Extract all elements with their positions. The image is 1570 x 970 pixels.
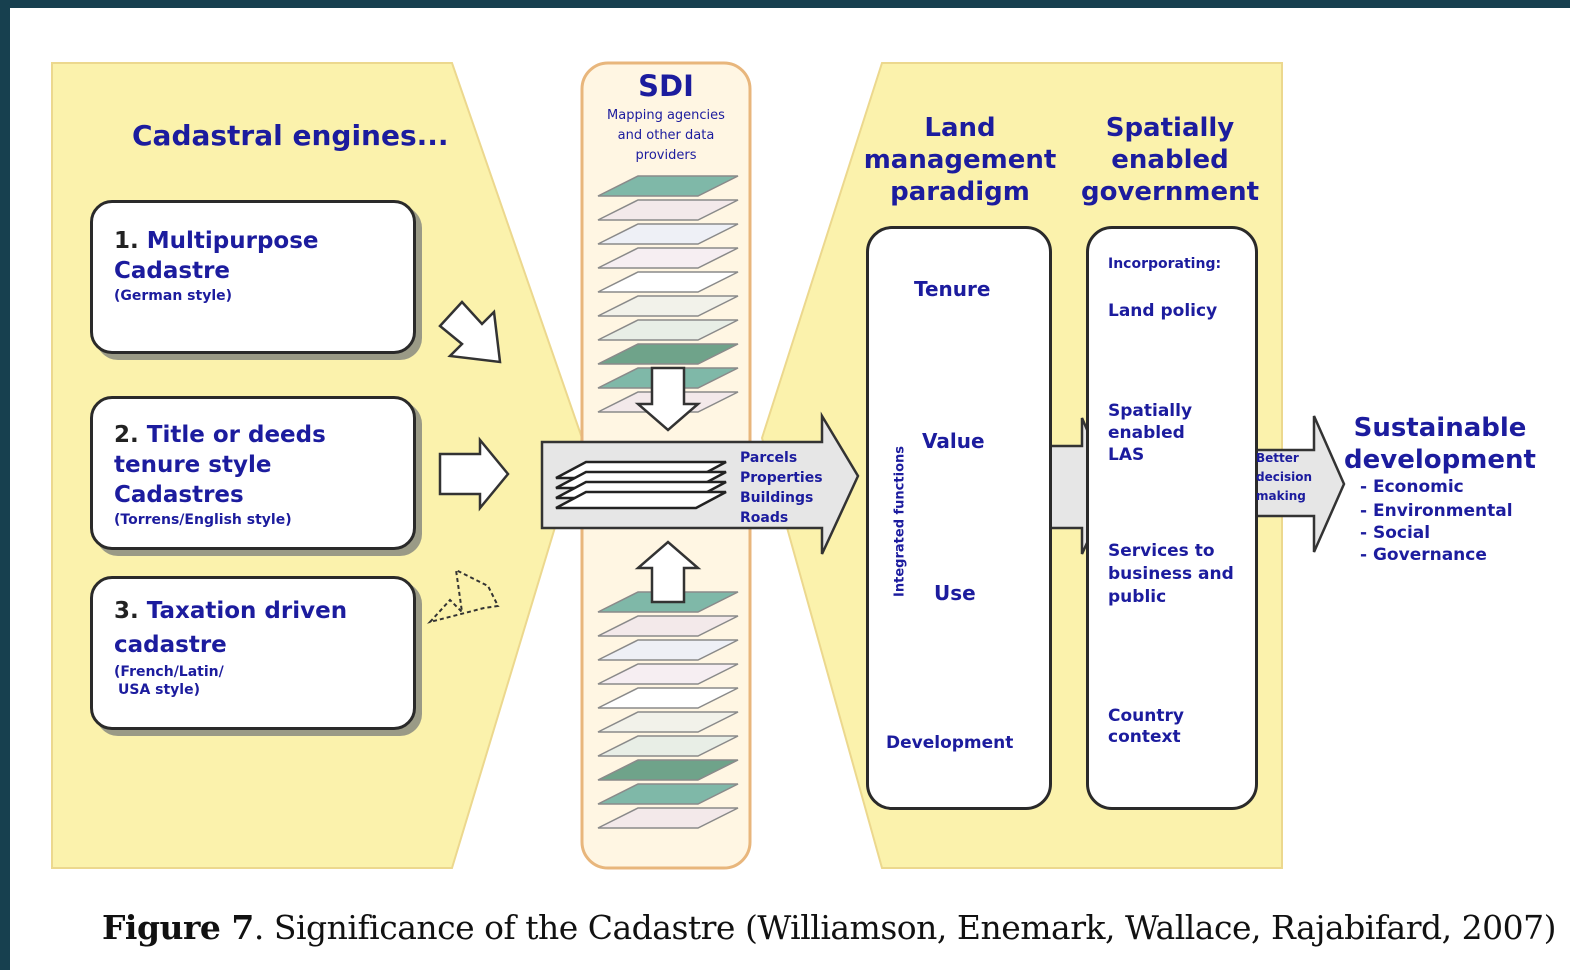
map-layer-sheet [597, 663, 739, 685]
sdi-subtitle-line-2: and other data [617, 128, 715, 143]
sdi-subtitle-line-3: providers [635, 148, 697, 163]
decision-line-1: Better [1256, 451, 1299, 465]
map-layer-sheet [597, 759, 739, 781]
engine-3-subtitle-line-2: USA style) [118, 682, 201, 698]
down-arrow-icon [634, 366, 702, 432]
item-services: Services to business and public [1108, 541, 1234, 607]
item-spatially-enabled-las: Spatially enabled LAS [1108, 401, 1193, 466]
arrow-label-buildings: Buildings [740, 490, 814, 506]
engine-3-subtitle-line-1: (French/Latin/ [114, 664, 224, 680]
engine-box-multipurpose [90, 200, 416, 354]
land-management-box [866, 226, 1052, 810]
spatially-enabled-heading-line-2: enabled [1111, 145, 1229, 175]
engine-2-title-line-2: tenure style [114, 452, 272, 478]
arrow-label-parcels: Parcels [740, 450, 798, 466]
dashed-arrow-icon [427, 568, 500, 624]
map-layer-sheet [597, 247, 739, 269]
spatially-enabled-heading-line-1: Spatially [1105, 113, 1235, 143]
engine-2-title-line-1: 2. Title or deeds [114, 422, 326, 448]
engine-1-title-line-1: 1. Multipurpose [114, 228, 319, 254]
engine-2-title-line-3: Cadastres [114, 482, 244, 508]
map-layer-sheet [597, 639, 739, 661]
sustainable-social: - Social [1360, 523, 1431, 543]
decision-line-2: decision [1256, 470, 1312, 484]
function-tenure: Tenure [914, 277, 991, 301]
land-management-heading-line-3: paradigm [890, 177, 1030, 207]
map-layer-sheet [597, 343, 739, 365]
arrow-label-properties: Properties [740, 470, 823, 486]
function-development: Development [886, 733, 1014, 753]
map-layer-sheet [597, 295, 739, 317]
spatially-enabled-heading-line-3: government [1080, 177, 1260, 207]
engine-box-taxation [90, 576, 416, 730]
up-arrow-icon [634, 540, 702, 604]
stacked-sheets-icon [555, 460, 727, 510]
engine-2-subtitle: (Torrens/English style) [114, 512, 292, 528]
decision-making-arrow [1254, 415, 1346, 553]
function-use: Use [934, 581, 976, 605]
figure-page: Cadastral engines... 1. Multipurpose Cad… [10, 8, 1570, 970]
map-layer-sheet [597, 783, 739, 805]
item-land-policy: Land policy [1108, 301, 1218, 321]
map-layer-sheet [597, 735, 739, 757]
engine-1-title-line-2: Cadastre [114, 258, 231, 284]
right-arrow-icon [438, 436, 510, 512]
sustainable-heading-line-1: Sustainable [1353, 413, 1527, 443]
land-management-heading-line-2: management [863, 145, 1057, 175]
sustainable-economic: - Economic [1360, 477, 1464, 497]
map-layer-sheet [597, 615, 739, 637]
map-layer-sheet [597, 711, 739, 733]
map-layer-sheet [597, 271, 739, 293]
incorporating-label: Incorporating: [1108, 256, 1222, 272]
decision-line-3: making [1256, 489, 1306, 503]
figure-caption-text: . Significance of the Cadastre (Williams… [253, 908, 1557, 947]
sdi-layer-stack-bottom [597, 591, 739, 829]
map-layer-sheet [597, 807, 739, 829]
engine-1-subtitle: (German style) [114, 288, 233, 304]
function-value: Value [922, 429, 985, 453]
arrow-label-roads: Roads [740, 510, 789, 526]
item-country-context: Country context [1108, 706, 1184, 748]
sustainable-heading-line-2: development [1344, 445, 1536, 475]
figure-caption: Figure 7. Significance of the Cadastre (… [102, 908, 1556, 947]
integrated-functions-label: Integrated functions [892, 446, 908, 597]
sustainable-governance: - Governance [1360, 545, 1487, 565]
sdi-subtitle-line-1: Mapping agencies [607, 108, 725, 123]
diagonal-arrow-icon [438, 300, 502, 364]
figure-label: Figure 7 [102, 908, 254, 947]
map-layer-sheet [597, 687, 739, 709]
map-layer-sheet [597, 319, 739, 341]
engine-box-title-deeds [90, 396, 416, 550]
map-layer-sheet [597, 199, 739, 221]
sdi-title: SDI [638, 69, 694, 103]
spatially-enabled-box [1086, 226, 1258, 810]
engine-3-title-line-2: cadastre [114, 632, 227, 658]
cadastral-engines-heading: Cadastral engines... [132, 119, 449, 152]
engine-3-title-line-1: 3. Taxation driven [114, 598, 348, 624]
sustainable-environmental: - Environmental [1360, 501, 1513, 521]
map-layer-sheet [597, 223, 739, 245]
land-management-heading-line-1: Land [924, 113, 996, 143]
map-layer-sheet [597, 175, 739, 197]
